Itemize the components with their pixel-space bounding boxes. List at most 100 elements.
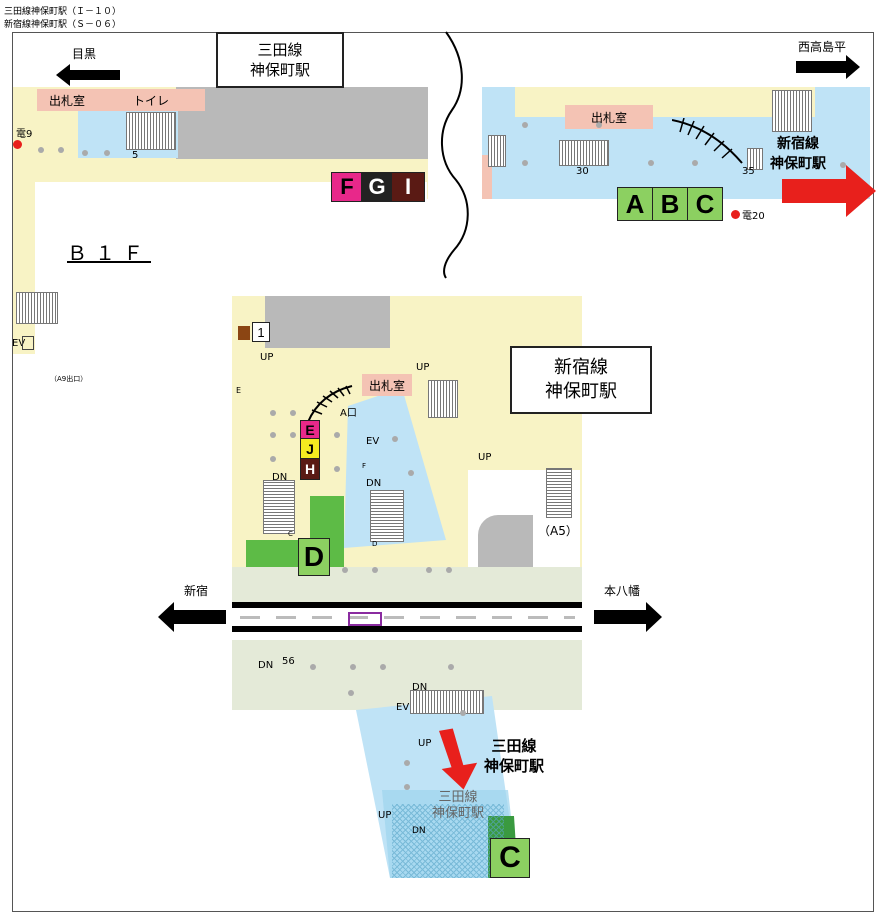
dn-label-1: DN: [272, 472, 288, 483]
arrow-right-icon: [796, 55, 860, 79]
mita-faint-label: 三田線神保町駅: [432, 790, 485, 821]
pillar: [82, 150, 88, 156]
arrow-left-icon: [158, 602, 226, 632]
pillar: [404, 784, 410, 790]
direction-motoyawata: 本八幡: [604, 584, 641, 598]
pillar: [408, 470, 414, 476]
station-label-mita-lower: 三田線神保町駅: [484, 737, 545, 775]
stairs-lower-right: [546, 468, 572, 518]
pillar: [270, 432, 276, 438]
lower-street-green: [232, 567, 582, 602]
up-label-5: UP: [378, 810, 392, 821]
lower-gray-right-shape: [478, 515, 533, 570]
exit-j-stack: J: [300, 438, 320, 460]
phone-icon: [731, 210, 740, 219]
arrow-left-icon: [56, 64, 120, 86]
pillar: [522, 160, 528, 166]
up-label-2: UP: [416, 362, 430, 373]
label-d-lower: D: [372, 540, 378, 548]
up-label-3: UP: [478, 452, 492, 463]
section-divider-wave: [441, 31, 469, 279]
red-arrow-down-icon: [439, 728, 478, 790]
stairs-tr1: [488, 135, 506, 167]
dn-num-label: 56: [282, 656, 295, 667]
stairs-lower-top-right: [428, 380, 458, 418]
exit-g: G: [361, 172, 393, 202]
exit-a9-label: （A9出口）: [50, 375, 88, 383]
pillar: [290, 432, 296, 438]
phone-label-tl: 電9: [16, 129, 33, 140]
room-toilet: トイレ: [97, 89, 205, 111]
stairs-lower-center: [370, 490, 404, 542]
road-dash: [240, 616, 575, 619]
pillar: [310, 664, 316, 670]
label-e-lower: E: [236, 386, 242, 395]
pillar: [334, 432, 340, 438]
exit-d: D: [298, 538, 330, 576]
direction-nishitakashimadaira: 西高島平: [798, 40, 847, 54]
room-ticket-lower: 出札室: [362, 374, 412, 396]
arrow-right-icon: [594, 602, 662, 632]
exit-a5-label: （A5）: [538, 524, 578, 538]
pillar: [372, 567, 378, 573]
stairs-tr4: [772, 90, 812, 132]
label-f-lower: F: [362, 462, 367, 470]
dn-label-4: DN: [412, 682, 428, 693]
pillar: [448, 664, 454, 670]
map-frame: [12, 32, 874, 912]
phone-label-tr: 電20: [742, 211, 765, 222]
lower-concourse-bottom: [232, 640, 582, 710]
exit-f: F: [331, 172, 363, 202]
room-ticket-tr: 出札室: [565, 105, 653, 129]
lower-blue-platform: [246, 388, 446, 572]
top-left-gray-block: [176, 87, 428, 159]
direction-meguro: 目黒: [72, 47, 97, 61]
floor-label: Ｂ１Ｆ: [67, 241, 151, 265]
header-line1: 三田線神保町駅（Ｉ－１０）: [4, 7, 122, 17]
exit-h-stack: H: [300, 458, 320, 480]
dn-label-5: DN: [412, 826, 426, 836]
pillar: [692, 160, 698, 166]
pillar: [58, 147, 64, 153]
exit-c-top: C: [687, 187, 723, 221]
exit-1: 1: [252, 322, 270, 342]
pillar: [404, 760, 410, 766]
up-label-1: UP: [260, 352, 274, 363]
pillar: [596, 122, 602, 128]
stairs-lower-bottom: [410, 690, 484, 714]
station-box-mita-top: 三田線神保町駅: [216, 32, 344, 88]
road-marker: [348, 612, 382, 626]
a-gate-label: A口: [340, 408, 357, 419]
pillar: [648, 160, 654, 166]
pillar: [270, 410, 276, 416]
mita-crosshatch: [392, 804, 504, 878]
pillar: [104, 150, 110, 156]
station-label-shinjuku-tr: 新宿線神保町駅: [770, 136, 826, 172]
exit-1-marker: [238, 326, 250, 340]
stairs-tr3: [747, 148, 763, 170]
exit-c-lower: C: [490, 838, 530, 878]
top-right-pink-left: [482, 155, 492, 199]
stair-num-35: 35: [742, 166, 755, 177]
exit-a: A: [617, 187, 653, 221]
station-box-shinjuku-lower: 新宿線神保町駅: [510, 346, 652, 414]
ev-label-lower-2: EV: [396, 702, 410, 713]
exit-b: B: [652, 187, 688, 221]
pillar: [460, 710, 466, 716]
up-label-4: UP: [418, 738, 432, 749]
pillar: [350, 664, 356, 670]
pillar: [840, 162, 846, 168]
pillar: [522, 122, 528, 128]
label-c-lower: C: [288, 530, 293, 538]
red-arrow-right-icon: [782, 165, 876, 217]
stair-num-30: 30: [576, 166, 589, 177]
lower-gray-top: [265, 296, 390, 348]
stairs-tl: [126, 112, 176, 150]
stairs-a9: [16, 292, 58, 324]
stairs-lower-left: [263, 480, 295, 534]
top-right-yellow-top: [515, 87, 815, 117]
phone-icon: [13, 140, 22, 149]
exit-i: I: [391, 172, 425, 202]
pillar: [334, 466, 340, 472]
direction-shinjuku: 新宿: [184, 584, 209, 598]
